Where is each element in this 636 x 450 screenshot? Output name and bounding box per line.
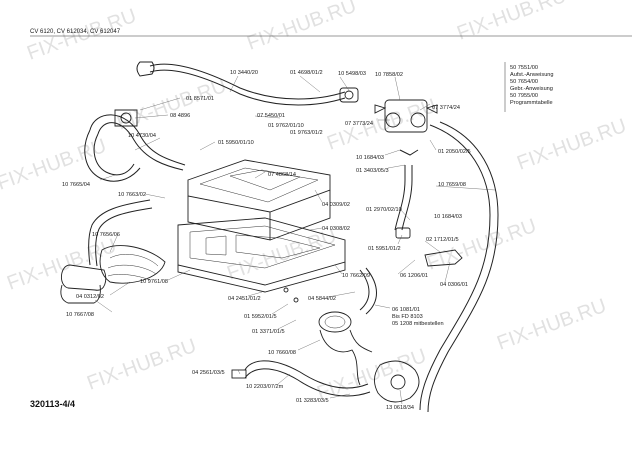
part-label: 10 7665/04 [62, 182, 90, 188]
part-label: 01 5950/01/10 [218, 140, 254, 146]
part-label: 04 0309/02 [322, 202, 350, 208]
leader-lines [94, 75, 496, 405]
watermark-2: FIX-HUB.RU [244, 0, 359, 55]
watermark-6: FIX-HUB.RU [324, 95, 439, 155]
part-label: 08 4896 [170, 113, 190, 119]
note-line-6: Programmtabelle [510, 100, 553, 106]
watermark-13: FIX-HUB.RU [494, 295, 609, 355]
part-label: 10 7663/02 [118, 192, 146, 198]
part-label: 04 2451/01/2 [228, 296, 261, 302]
part-label: 10 7662/09 [342, 273, 370, 279]
note-line-4: Gebr.-Anweisung [510, 86, 553, 92]
part-label: 01 5951/01/2 [368, 246, 401, 252]
part-label: 06 1081/01 [392, 307, 420, 313]
notes-box: 50 7551/00 Aufst.-Anweisung 50 7654/00 G… [504, 62, 554, 112]
watermark-7: FIX-HUB.RU [514, 115, 629, 175]
part-label: 10 7660/08 [268, 350, 296, 356]
part-label: Bis FD 8103 [392, 314, 423, 320]
part-label: 01 5952/01/5 [244, 314, 277, 320]
watermark-3: FIX-HUB.RU [454, 0, 569, 45]
part-label: 04 2561/03/5 [192, 370, 225, 376]
part-label: 10 9761/08 [140, 279, 168, 285]
models-header: CV 6120, CV 612034, CV 612047 [30, 29, 121, 35]
part-label: 10 7667/08 [66, 312, 94, 318]
note-line-1: 50 7551/00 [510, 65, 538, 71]
part-label: 07 5450/01 [257, 113, 285, 119]
document-number: 320113-4/4 [30, 399, 75, 409]
part-label: 07 4868/14 [268, 172, 296, 178]
watermark-4: FIX-HUB.RU [0, 135, 109, 195]
part-label: 10 3440/20 [230, 70, 258, 76]
part-label: 10 4730/04 [128, 133, 156, 139]
part-label: 10 5498/03 [338, 71, 366, 77]
parts-artwork [60, 61, 499, 413]
part-label: 10 1684/03 [434, 214, 462, 220]
part-label: 01 3403/05/3 [356, 168, 389, 174]
note-line-5: 50 7955/00 [510, 93, 538, 99]
part-label: 10 7858/02 [375, 72, 403, 78]
part-label: 07 3774/24 [432, 105, 460, 111]
part-label: 01 9762/01/10 [268, 123, 304, 129]
part-label: 13 0618/34 [386, 405, 414, 411]
note-line-3: 50 7654/00 [510, 79, 538, 85]
part-label: 01 3371/01/5 [252, 329, 285, 335]
watermark-11: FIX-HUB.RU [84, 335, 199, 395]
part-label: 01 2970/02/10 [366, 207, 402, 213]
part-label: 10 1684/03 [356, 155, 384, 161]
part-label: 10 7659/08 [438, 182, 466, 188]
part-label: 01 2050/02/5 [438, 149, 471, 155]
watermark-10: FIX-HUB.RU [424, 215, 539, 275]
part-label: 04 5844/02 [308, 296, 336, 302]
part-label: 04 0312/02 [76, 294, 104, 300]
part-label: 01 4698/01/2 [290, 70, 323, 76]
part-label: 10 7656/06 [92, 232, 120, 238]
part-label: 07 3773/24 [345, 121, 373, 127]
part-labels: 10 3440/20 01 4698/01/2 10 5498/03 10 78… [62, 70, 471, 411]
watermark-layer: FIX-HUB.RU FIX-HUB.RU FIX-HUB.RU FIX-HUB… [0, 0, 629, 405]
part-label: 04 0306/01 [440, 282, 468, 288]
part-label: 01 8571/01 [186, 96, 214, 102]
part-label: 02 1712/01/5 [426, 237, 459, 243]
note-line-2: Aufst.-Anweisung [510, 72, 554, 78]
part-label: 10 2203/07/2m [246, 384, 284, 390]
part-label: 06 1206/01 [400, 273, 428, 279]
part-label: 01 9763/01/2 [290, 130, 323, 136]
part-label: 05 1208 mitbestellen [392, 321, 444, 327]
part-label: 04 0308/02 [322, 226, 350, 232]
part-label: 01 3283/03/5 [296, 398, 329, 404]
